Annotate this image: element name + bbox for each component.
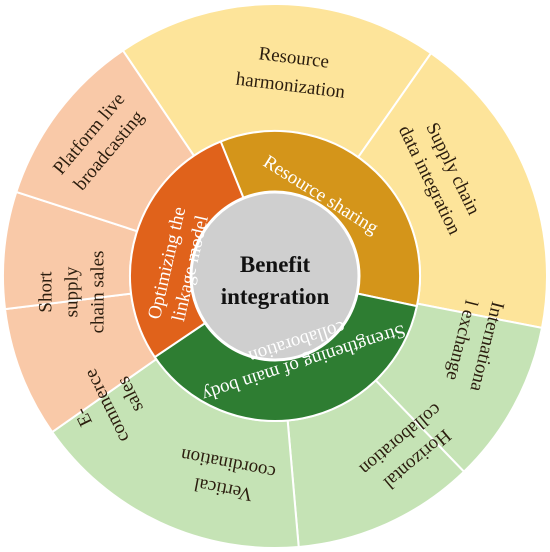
outer-short-supply-chain-sales-label-line: Short [35,271,56,313]
center-title-line2: integration [221,284,330,309]
outer-ring [2,3,548,549]
center-title-line1: Benefit [240,252,311,277]
outer-short-supply-chain-sales-label-line: supply [61,266,82,317]
outer-short-supply-chain-sales-label-line: chain sales [87,251,108,334]
center-disc [189,190,361,362]
